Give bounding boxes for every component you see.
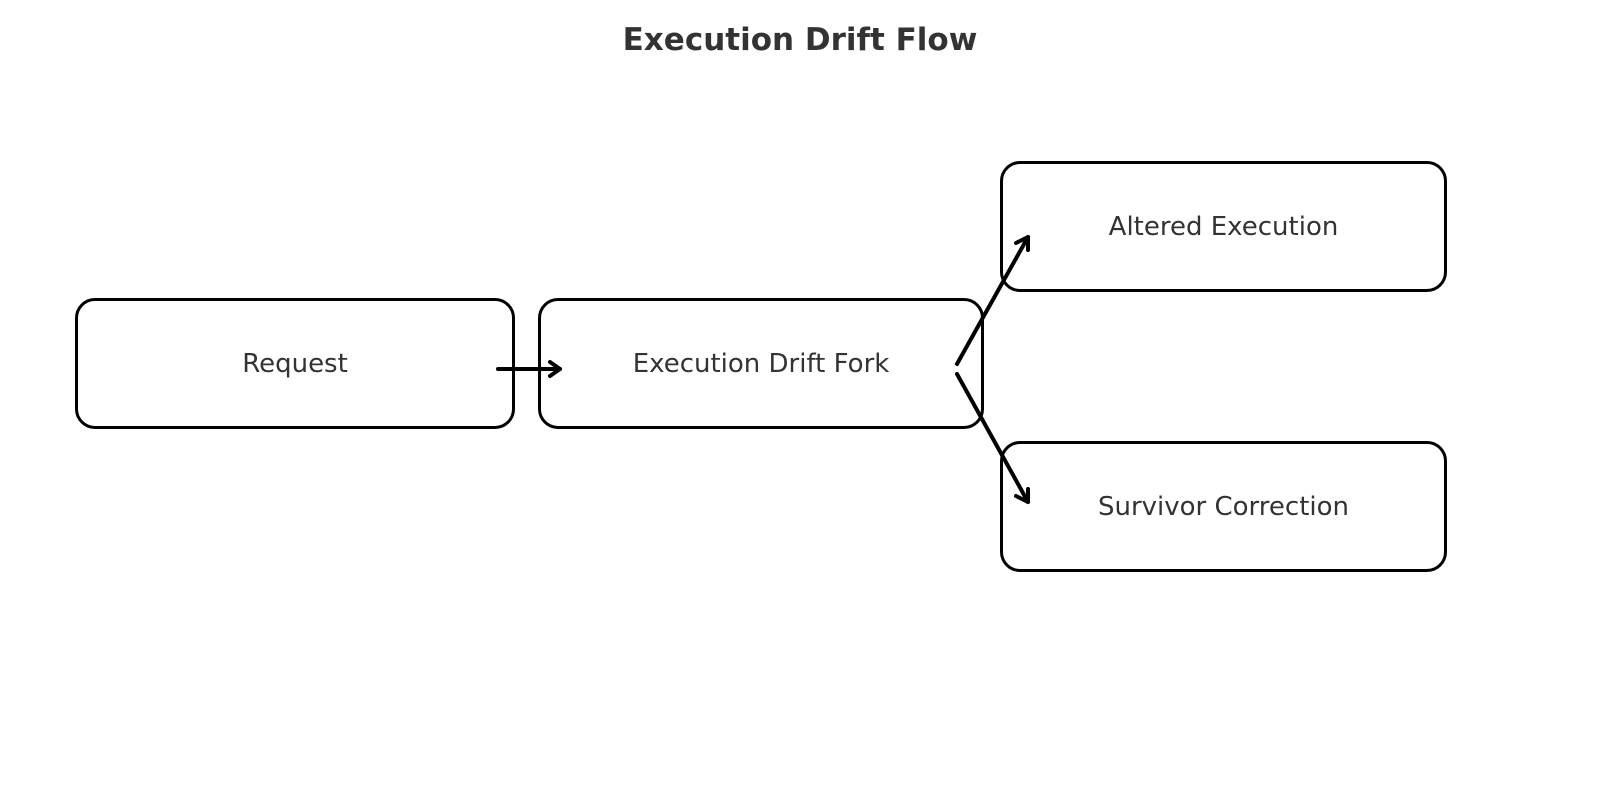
node-execution-drift-fork-label: Execution Drift Fork <box>632 348 890 379</box>
diagram-title: Execution Drift Flow <box>622 22 978 58</box>
node-survivor-correction-label: Survivor Correction <box>1097 491 1350 522</box>
node-request: Request <box>75 298 515 429</box>
node-altered-execution-label: Altered Execution <box>1108 211 1339 242</box>
node-request-label: Request <box>242 348 348 379</box>
node-altered-execution: Altered Execution <box>1000 161 1447 292</box>
node-survivor-correction: Survivor Correction <box>1000 441 1447 572</box>
node-execution-drift-fork: Execution Drift Fork <box>538 298 984 429</box>
